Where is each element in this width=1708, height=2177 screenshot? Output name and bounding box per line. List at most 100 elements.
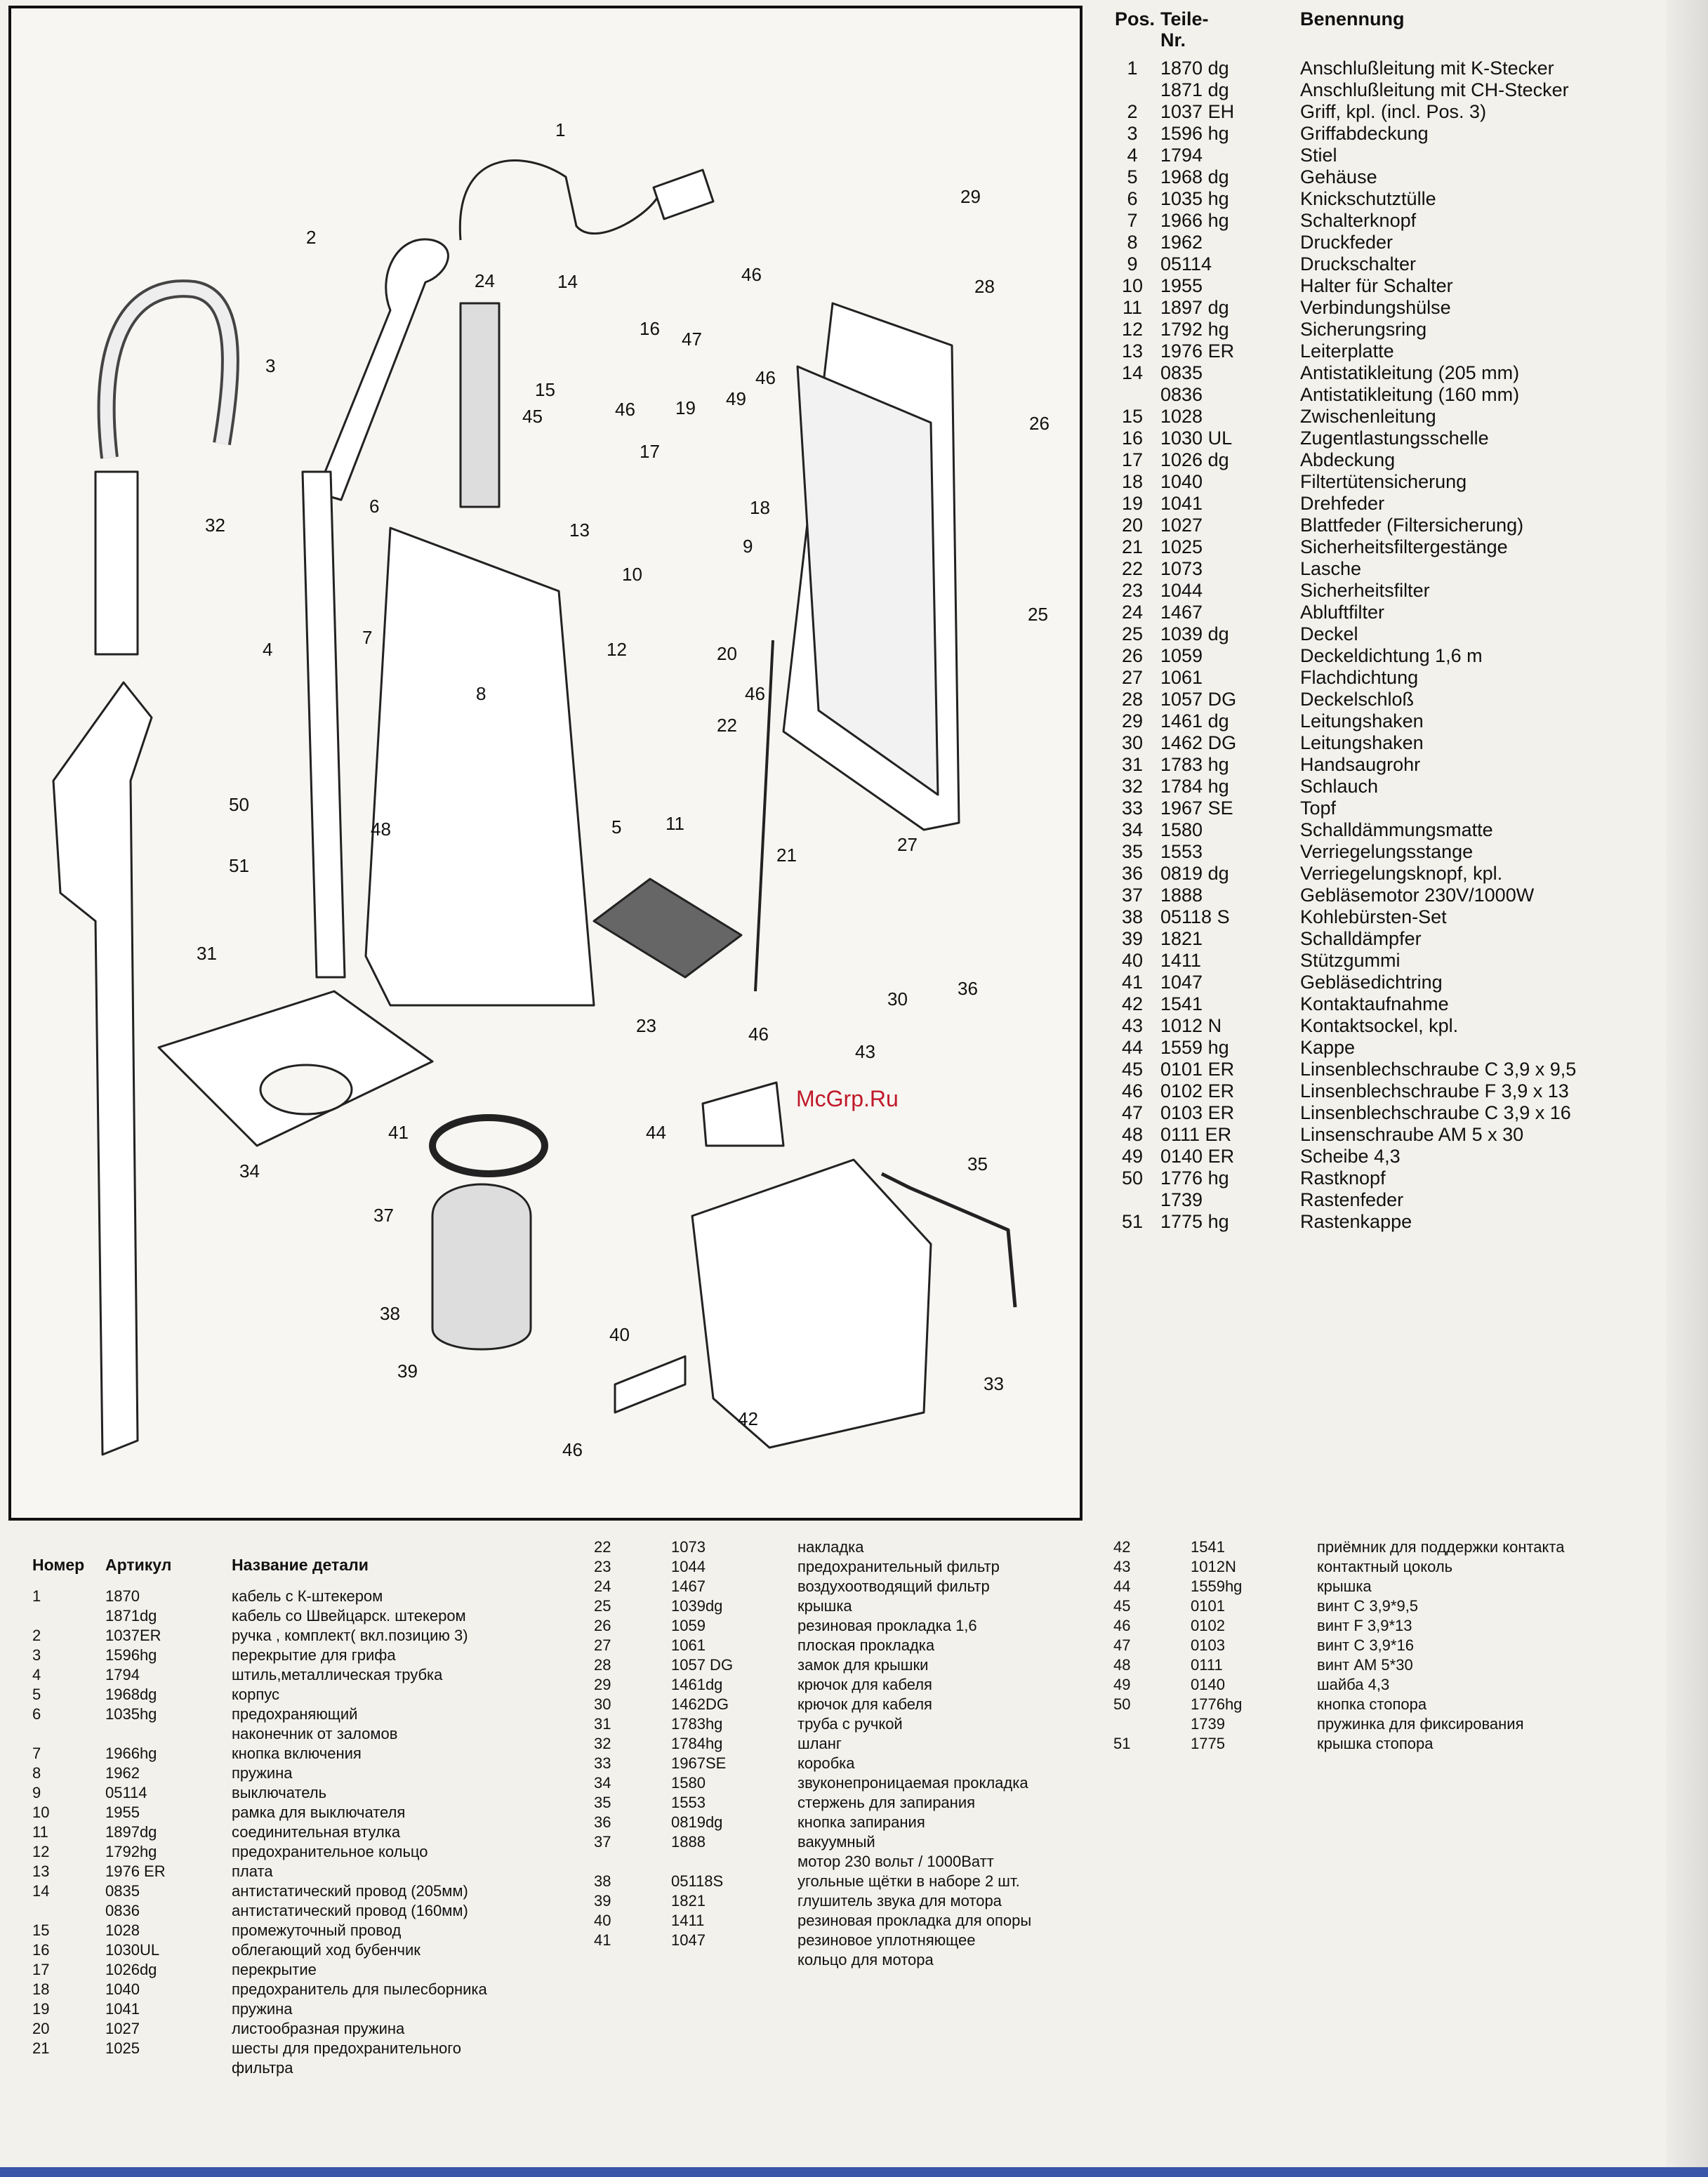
- row-part-number: 1040: [1160, 471, 1203, 492]
- ru-row-name: перекрытие: [232, 1961, 317, 1978]
- ru-row-article: 1461dg: [671, 1676, 723, 1693]
- row-pos: 45: [1121, 1059, 1144, 1080]
- ru-row-name: накладка: [797, 1538, 864, 1556]
- ru-row-name: крышка: [797, 1597, 852, 1615]
- callout-19: 19: [675, 397, 696, 418]
- header-part-name: Название детали: [232, 1556, 369, 1574]
- row-name: Leitungshaken: [1300, 710, 1424, 732]
- row-part-number: 1559 hg: [1160, 1037, 1229, 1058]
- ru-row-article: 1962: [105, 1764, 140, 1782]
- callout-29: 29: [960, 186, 981, 207]
- row-part-number: 1976 ER: [1160, 340, 1235, 362]
- row-name: Antistatikleitung (160 mm): [1300, 384, 1520, 405]
- ru-row-article: 1026dg: [105, 1961, 157, 1978]
- ru-row-number: 5: [32, 1686, 41, 1703]
- ru-row-article: 1037ER: [105, 1627, 161, 1644]
- row-pos: 9: [1127, 253, 1138, 274]
- row-name: Drehfeder: [1300, 493, 1385, 514]
- row-name: Linsenblechschraube F 3,9 x 13: [1300, 1080, 1569, 1101]
- ru-row-name: винт С 3,9*9,5: [1317, 1597, 1419, 1615]
- ru-row-number: 36: [594, 1813, 611, 1831]
- row-name: Linsenblechschraube C 3,9 x 16: [1300, 1102, 1571, 1123]
- ru-parts-row: кольцо для мотора: [594, 1950, 1099, 1970]
- row-name: Schalldämmungsmatte: [1300, 819, 1493, 840]
- ru-row-name: винт АМ 5*30: [1317, 1656, 1413, 1674]
- ru-row-article: 1776hg: [1191, 1695, 1243, 1713]
- row-pos: 3: [1127, 123, 1138, 144]
- row-pos: 51: [1121, 1211, 1144, 1232]
- ru-row-number: 31: [594, 1715, 611, 1733]
- vacuum-cleaner-exploded-view: 1234567891011121314151617181920212223242…: [52, 119, 1050, 1460]
- ru-row-name: мотор 230 вольт / 1000Ватт: [797, 1853, 994, 1870]
- ru-row-name: предохраняющий: [232, 1705, 358, 1723]
- row-part-number: 1580: [1160, 819, 1203, 840]
- ru-row-number: 38: [594, 1872, 611, 1890]
- ru-row-name: рамка для выключателя: [232, 1804, 406, 1821]
- row-part-number: 0102 ER: [1160, 1080, 1235, 1101]
- callout-8: 8: [476, 683, 486, 704]
- ru-row-article: 05118S: [671, 1872, 724, 1890]
- row-part-number: 1035 hg: [1160, 188, 1229, 209]
- ru-row-article: 1541: [1191, 1538, 1225, 1556]
- row-name: Kontaktsockel, kpl.: [1300, 1015, 1459, 1036]
- header-number: Номер: [32, 1556, 85, 1574]
- callout-14: 14: [557, 271, 578, 292]
- ru-row-name: крючок для кабеля: [797, 1676, 932, 1693]
- row-pos: 8: [1127, 232, 1138, 253]
- callout-17: 17: [640, 441, 660, 462]
- row-name: Linsenblechschraube C 3,9 x 9,5: [1300, 1059, 1577, 1080]
- callout-21: 21: [776, 845, 797, 866]
- ru-row-article: 1061: [671, 1636, 706, 1654]
- row-part-number: 1541: [1160, 993, 1203, 1014]
- exhaust-filter-drawing: [459, 302, 501, 508]
- row-part-number: 1030 UL: [1160, 428, 1233, 449]
- row-pos: 43: [1121, 1015, 1144, 1036]
- row-name: Sicherheitsfiltergestänge: [1300, 536, 1508, 557]
- row-pos: 34: [1121, 819, 1144, 840]
- row-name: Halter für Schalter: [1300, 275, 1453, 296]
- callout-41: 41: [388, 1122, 409, 1143]
- ru-row-name: крышка: [1317, 1577, 1372, 1595]
- row-pos: 7: [1127, 210, 1138, 231]
- ru-row-article: 1821: [671, 1892, 706, 1910]
- ru-row-name: кабель с К-штекером: [232, 1587, 383, 1605]
- row-name: Kontaktaufnahme: [1300, 993, 1449, 1014]
- handle-drawing: [315, 238, 449, 501]
- row-pos: 41: [1121, 972, 1144, 993]
- row-part-number: 1897 dg: [1160, 297, 1229, 318]
- ru-row-name: винт F 3,9*13: [1317, 1617, 1412, 1634]
- callout-31: 31: [197, 943, 217, 964]
- ru-row-number: 6: [32, 1705, 41, 1723]
- ru-row-article: 1553: [671, 1794, 706, 1811]
- ru-row-number: 41: [594, 1931, 611, 1949]
- ru-row-article: 1559hg: [1191, 1577, 1243, 1595]
- ru-row-article: 0819dg: [671, 1813, 723, 1831]
- row-pos: 47: [1121, 1102, 1144, 1123]
- callout-39: 39: [397, 1361, 418, 1382]
- row-part-number: 1871 dg: [1160, 79, 1229, 100]
- callout-27: 27: [897, 834, 918, 855]
- callout-20: 20: [717, 643, 737, 664]
